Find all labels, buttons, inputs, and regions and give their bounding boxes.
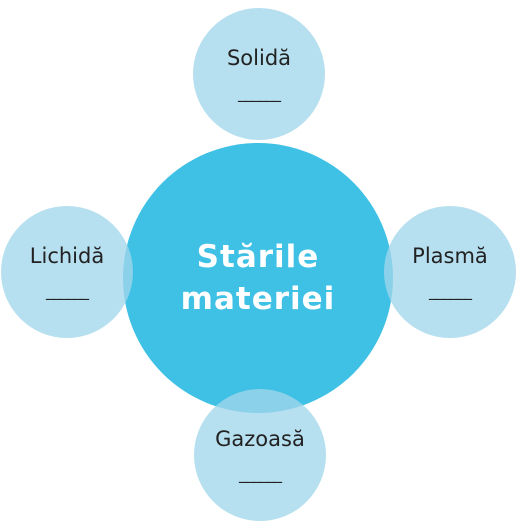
satellite-blank-plasma: ______ [429, 281, 472, 300]
satellite-solid: Solidă ______ [193, 8, 325, 140]
center-circle: Stările materiei [123, 143, 393, 413]
satellite-liquid: Lichidă ______ [1, 206, 133, 338]
satellite-label-liquid: Lichidă [29, 244, 105, 268]
satellite-blank-liquid: ______ [46, 281, 89, 300]
satellite-label-gas: Gazoasă [215, 427, 305, 451]
satellite-label-plasma: Plasmă [412, 244, 488, 268]
satellite-plasma: Plasmă ______ [384, 206, 516, 338]
center-title: Stările materiei [180, 239, 336, 317]
satellite-blank-gas: ______ [239, 464, 282, 483]
satellite-blank-solid: ______ [238, 83, 281, 102]
satellite-label-solid: Solidă [226, 46, 292, 70]
satellite-gas: Gazoasă ______ [194, 389, 326, 521]
